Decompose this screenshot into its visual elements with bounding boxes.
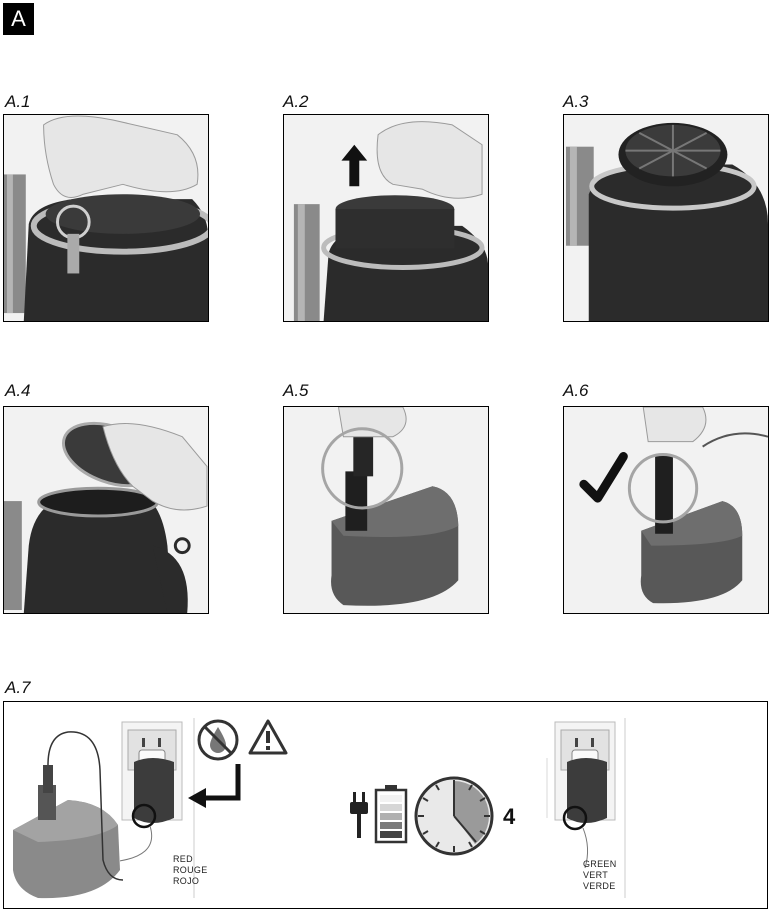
step-label-a2: A.2 [283, 92, 309, 111]
charge-hours: 4 [503, 804, 516, 829]
wall-outlet-green [546, 718, 626, 898]
wire-label-red: RED ROUGE ROJO [173, 854, 208, 887]
section-badge: A [3, 3, 34, 35]
panel-a7-charging [3, 701, 768, 909]
step-label-a5: A.5 [283, 381, 309, 400]
arrow-left-icon [188, 764, 241, 808]
wire-label-red-es: ROJO [173, 876, 200, 886]
battery-pack-illustration [13, 731, 124, 899]
step-label-a7: A.7 [5, 678, 31, 697]
arrow-up-icon [341, 144, 368, 187]
warning-icon [248, 719, 288, 755]
panel-a6-photo [563, 406, 769, 614]
checkmark-icon [579, 452, 628, 503]
plug-icon [350, 792, 368, 838]
step-label-a6: A.6 [563, 381, 589, 400]
panel-a5-photo [283, 406, 489, 614]
wire-label-green-fr: VERT [583, 870, 609, 880]
step-label-a1: A.1 [5, 92, 31, 111]
no-water-icon [197, 719, 239, 761]
wire-label-green-en: GREEN [583, 859, 617, 869]
step-label-a3: A.3 [563, 92, 589, 111]
step-label-a4: A.4 [5, 381, 31, 400]
panel-a4-photo [3, 406, 209, 614]
clock-icon [414, 776, 494, 856]
wall-outlet-red [120, 718, 195, 898]
wire-label-green-es: VERDE [583, 881, 616, 891]
battery-icon [374, 785, 408, 844]
wire-label-red-en: RED [173, 854, 193, 864]
wire-label-green: GREEN VERT VERDE [583, 859, 617, 892]
panel-a1-photo [3, 114, 209, 322]
wire-label-red-fr: ROUGE [173, 865, 208, 875]
panel-a2-photo [283, 114, 489, 322]
panel-a3-photo [563, 114, 769, 322]
